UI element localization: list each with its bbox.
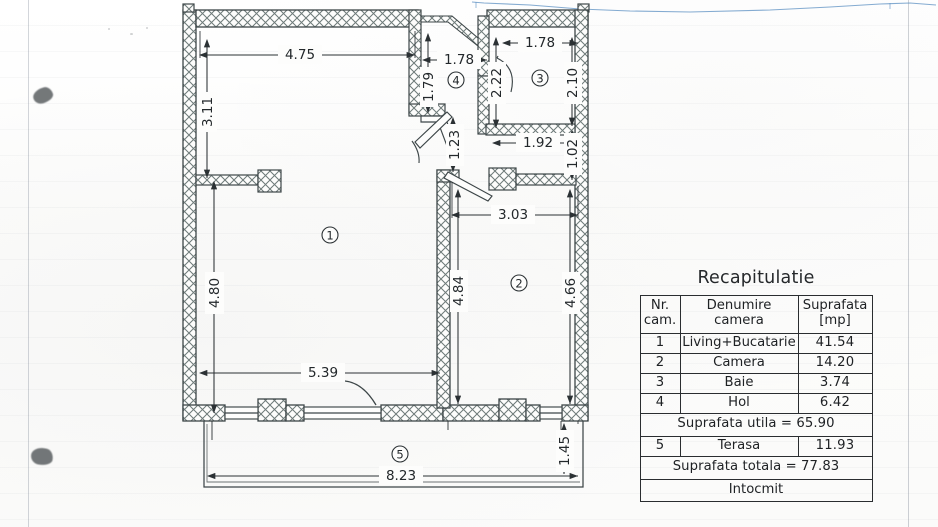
dim-4-75: 4.75	[285, 47, 315, 63]
header-nr-line2: cam.	[643, 312, 677, 328]
table-row: 1 Living+Bucatarie 41.54	[639, 332, 873, 354]
blue-pen-annotation-line	[471, 1, 937, 13]
notebook-margin-line-left	[28, 0, 29, 527]
header-suprafata: Suprafata [mp]	[797, 295, 873, 334]
suprafata-totala: Suprafata totala = 77.83	[639, 455, 873, 480]
room-marker-label: 1	[326, 229, 333, 243]
room-marker-3: 3	[531, 69, 549, 87]
dim-1-23: 1.23	[447, 130, 463, 160]
table-header-row: Nr. cam. Denumire camera Suprafata	[639, 295, 873, 334]
dim-1-79: 1.79	[421, 72, 437, 102]
row-area: 3.74	[797, 372, 873, 394]
header-sup-line2: [mp]	[819, 312, 851, 328]
row-nr: 3	[639, 372, 681, 394]
door-arc-baie	[496, 57, 513, 93]
paper-speck	[130, 33, 133, 35]
total-row: Suprafata totala = 77.83	[639, 455, 873, 480]
dim-1-92: 1.92	[523, 135, 553, 151]
dim-1-78-baie: 1.78	[525, 35, 555, 51]
table-row-terrace: 5 Terasa 11.93	[639, 435, 873, 457]
intocmit-label: Intocmit	[639, 478, 873, 502]
row-area: 41.54	[797, 332, 873, 354]
paper-speck	[146, 27, 148, 29]
dimension-labels: 4.75 3.11 4.80 5.39 1.79 1.78 1.23 2.22 …	[198, 33, 582, 485]
dim-3-11: 3.11	[200, 97, 216, 127]
header-denumire-camera: Denumire camera	[679, 295, 799, 334]
dim-3-03: 3.03	[498, 207, 528, 223]
notebook-margin-line-right	[908, 0, 909, 527]
header-nr-cam: Nr. cam.	[639, 295, 681, 334]
dim-5-39: 5.39	[308, 365, 338, 381]
dim-2-10: 2.10	[565, 68, 581, 98]
header-nr-line1: Nr.	[650, 298, 670, 313]
table-row: 2 Camera 14.20	[639, 352, 873, 374]
header-den-line2: camera	[714, 312, 764, 328]
room-marker-4: 4	[447, 71, 465, 89]
room-marker-label: 5	[396, 448, 403, 462]
recapitulation-panel: Recapitulatie Nr. cam. Denumire camera	[634, 268, 878, 527]
row-area: 6.42	[797, 392, 873, 414]
subtotal-row: Suprafata utila = 65.90	[639, 412, 873, 437]
recapitulation-title: Recapitulatie	[697, 268, 815, 288]
table-row: 3 Baie 3.74	[639, 372, 873, 394]
dim-1-45: 1.45	[557, 436, 573, 466]
row-name: Camera	[679, 352, 799, 374]
row-nr: 4	[639, 392, 681, 414]
plan-walls	[182, 3, 590, 422]
dim-2-22: 2.22	[489, 68, 505, 98]
room-marker-5: 5	[391, 445, 409, 463]
row-name: Terasa	[679, 435, 799, 457]
door-arc-hol	[411, 140, 420, 164]
row-nr: 1	[639, 332, 681, 354]
room-marker-label: 2	[515, 277, 522, 291]
suprafata-utila: Suprafata utila = 65.90	[639, 412, 873, 437]
recapitulation-table: Nr. cam. Denumire camera Suprafata	[639, 295, 873, 502]
row-name: Living+Bucatarie	[679, 332, 799, 354]
dim-1-78-hol: 1.78	[444, 52, 474, 68]
table-row: 4 Hol 6.42	[639, 392, 873, 414]
dim-4-84: 4.84	[451, 276, 467, 306]
dim-4-66: 4.66	[563, 278, 579, 308]
header-den-line1: Denumire	[706, 298, 772, 313]
room-marker-label: 4	[452, 74, 459, 88]
room-marker-2: 2	[510, 274, 528, 292]
row-name: Hol	[679, 392, 799, 414]
room-marker-label: 3	[536, 72, 543, 86]
terrace-outline	[203, 421, 584, 488]
header-sup-line1: Suprafata	[802, 298, 868, 313]
row-nr: 2	[639, 352, 681, 374]
dim-1-02: 1.02	[565, 139, 581, 169]
row-nr: 5	[639, 435, 681, 457]
door-arc-entry	[344, 380, 377, 406]
dim-4-80: 4.80	[207, 278, 223, 308]
row-area: 14.20	[797, 352, 873, 374]
row-name: Baie	[679, 372, 799, 394]
paper-speck	[108, 28, 110, 30]
room-markers: 1 2 3 4 5	[321, 69, 549, 463]
footer-row: Intocmit	[639, 478, 873, 502]
row-area: 11.93	[797, 435, 873, 457]
dim-8-23: 8.23	[386, 468, 416, 484]
room-marker-1: 1	[321, 226, 339, 244]
